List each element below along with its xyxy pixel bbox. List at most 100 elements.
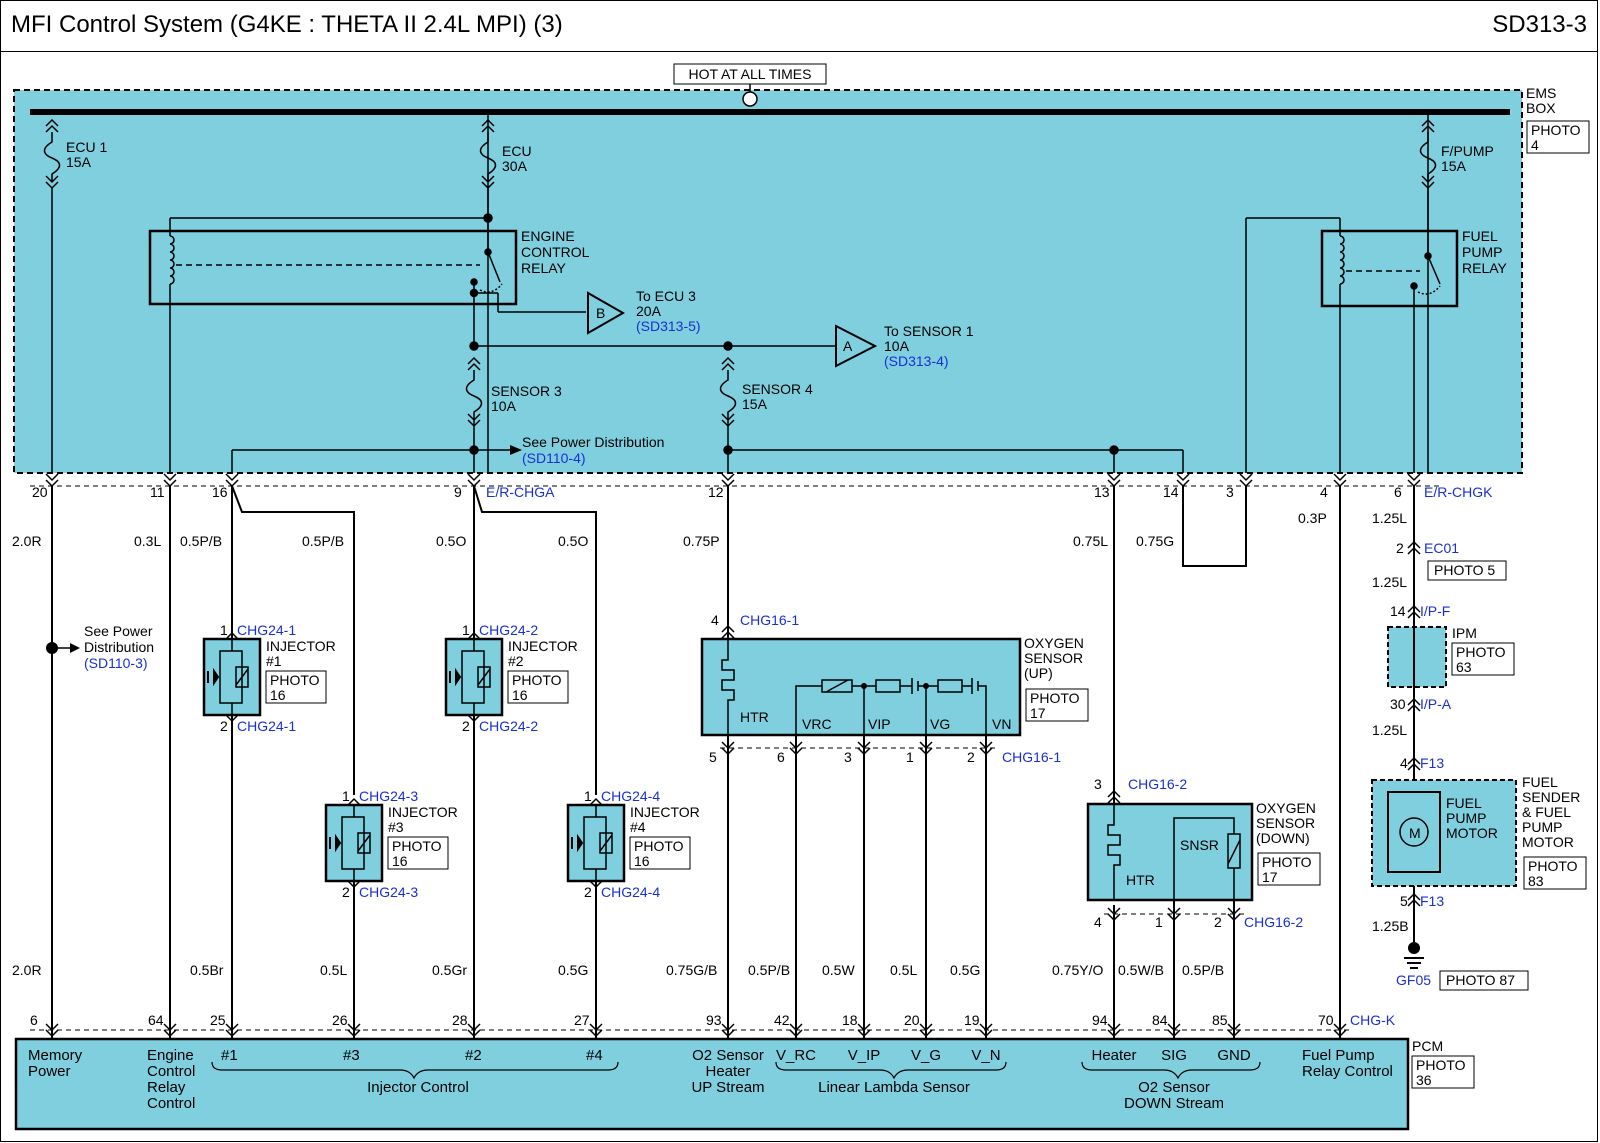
pcm-ecr-3: Relay bbox=[147, 1079, 186, 1096]
pcm-connector[interactable]: CHG-K bbox=[1350, 1012, 1396, 1028]
injector-1 bbox=[202, 631, 262, 723]
ems-pin-16: 16 bbox=[212, 484, 228, 500]
pcm-pin-20: 20 bbox=[904, 1012, 920, 1028]
f13-bot-connector[interactable]: F13 bbox=[1420, 893, 1444, 909]
see-power-text: See Power Distribution bbox=[522, 434, 664, 450]
f13-top-connector[interactable]: F13 bbox=[1420, 755, 1444, 771]
to-sensor1-ref[interactable]: (SD313-4) bbox=[884, 353, 949, 369]
injector-photo-num: 16 bbox=[392, 853, 408, 869]
pcm-pin-93: 93 bbox=[706, 1012, 722, 1028]
o2-down-snsr: SNSR bbox=[1180, 837, 1219, 853]
wire-6c-label: 1.25L bbox=[1372, 722, 1407, 738]
pcm-pin-28: 28 bbox=[452, 1012, 468, 1028]
pcm-ecr-4: Control bbox=[147, 1095, 195, 1112]
o2-up-conn-top[interactable]: CHG16-1 bbox=[740, 612, 799, 628]
injector-name: INJECTOR bbox=[388, 804, 458, 820]
fuse-sensor3-name: SENSOR 3 bbox=[491, 383, 562, 399]
connector-chevron bbox=[1407, 697, 1421, 712]
connector-er-chga[interactable]: E/R-CHGA bbox=[486, 484, 555, 500]
pcm-pin-70: 70 bbox=[1318, 1012, 1334, 1028]
wire-12-label: 0.75P bbox=[683, 533, 720, 549]
see-power-left-1: See Power bbox=[84, 623, 153, 639]
fuel-pump-relay bbox=[1245, 112, 1459, 473]
wire-26-label: 0.5L bbox=[320, 962, 347, 978]
pcm-pin-84: 84 bbox=[1152, 1012, 1168, 1028]
injector-conn-top[interactable]: CHG24-1 bbox=[237, 622, 296, 638]
injector-conn-top[interactable]: CHG24-3 bbox=[359, 788, 418, 804]
fuse-ecu1-symbol bbox=[43, 118, 61, 473]
fuse-sensor4-rating: 15A bbox=[742, 396, 768, 412]
pcm-inj-2: #2 bbox=[465, 1047, 482, 1064]
pcm-box bbox=[14, 1037, 1410, 1131]
injector-conn-top[interactable]: CHG24-4 bbox=[601, 788, 660, 804]
ec01-connector[interactable]: EC01 bbox=[1424, 540, 1459, 556]
connector-chevron bbox=[721, 624, 735, 639]
ems-pin-6: 6 bbox=[1394, 484, 1402, 500]
fuse-ecu1-rating: 15A bbox=[66, 154, 92, 170]
wire-94-label: 0.75Y/O bbox=[1052, 962, 1103, 978]
sender-label-4: PUMP bbox=[1522, 819, 1562, 835]
o2-up-conn-bot[interactable]: CHG16-1 bbox=[1002, 749, 1061, 765]
injector-pin-bot: 2 bbox=[462, 718, 470, 734]
injector-3 bbox=[324, 797, 384, 889]
to-sensor1-flag: A To SENSOR 1 10A (SD313-4) bbox=[835, 323, 974, 369]
ems-box-label-2: BOX bbox=[1526, 100, 1556, 116]
pcm-o2d-group-2: DOWN Stream bbox=[1124, 1095, 1224, 1112]
injector-pin-bot: 2 bbox=[584, 884, 592, 900]
wire-85-label: 0.5P/B bbox=[1182, 962, 1224, 978]
see-power-ref[interactable]: (SD110-4) bbox=[522, 450, 586, 466]
ems-pin-4: 4 bbox=[1320, 484, 1328, 500]
ems-pin-chevron bbox=[45, 473, 59, 488]
pcm-o2d-group-1: O2 Sensor bbox=[1138, 1079, 1210, 1096]
injector-conn-top[interactable]: CHG24-2 bbox=[479, 622, 538, 638]
wire-27-label: 0.5G bbox=[558, 962, 588, 978]
connector-chevron bbox=[1407, 756, 1421, 771]
wire-9b-label: 0.5O bbox=[558, 533, 588, 549]
injector-conn-bot[interactable]: CHG24-2 bbox=[479, 718, 538, 734]
power-node bbox=[742, 91, 758, 107]
wire-28-label: 0.5Gr bbox=[432, 962, 467, 978]
o2-down-photo-num: 17 bbox=[1262, 869, 1278, 885]
pcm-lambda-group: Linear Lambda Sensor bbox=[818, 1079, 970, 1096]
pcm-pin-18: 18 bbox=[842, 1012, 858, 1028]
to-ecu3-ref[interactable]: (SD313-5) bbox=[636, 318, 701, 334]
ems-pin-chevron bbox=[1407, 473, 1421, 488]
connector-er-chgk[interactable]: E/R-CHGK bbox=[1424, 484, 1493, 500]
ipa-connector[interactable]: I/P-A bbox=[1420, 696, 1452, 712]
injector-conn-bot[interactable]: CHG24-1 bbox=[237, 718, 296, 734]
see-power-left-ref[interactable]: (SD110-3) bbox=[84, 655, 148, 671]
o2-up-photo-num: 17 bbox=[1030, 705, 1046, 721]
ground-label[interactable]: GF05 bbox=[1396, 972, 1431, 988]
ems-photo: PHOTO bbox=[1531, 122, 1581, 138]
pcm-pin-25: 25 bbox=[210, 1012, 226, 1028]
injector-conn-bot[interactable]: CHG24-4 bbox=[601, 884, 660, 900]
wire-20-label: 2.0R bbox=[12, 533, 42, 549]
ems-pin-11: 11 bbox=[150, 484, 165, 500]
injector-photo: PHOTO bbox=[512, 672, 562, 688]
motor-label-1: FUEL bbox=[1446, 795, 1482, 811]
ipf-pin: 14 bbox=[1390, 603, 1406, 619]
engine-control-relay bbox=[148, 112, 586, 473]
ems-pin-20: 20 bbox=[32, 484, 48, 500]
ipf-connector[interactable]: I/P-F bbox=[1420, 603, 1450, 619]
wire-6b-label: 1.25L bbox=[1372, 574, 1407, 590]
diagram-code: SD313-3 bbox=[1492, 11, 1587, 38]
injector-2 bbox=[444, 631, 504, 723]
pcm-o2d-sig: SIG bbox=[1161, 1047, 1187, 1064]
o2-down-title-3: (DOWN) bbox=[1256, 830, 1310, 846]
o2-up-vn: VN bbox=[992, 716, 1011, 732]
o2-down-conn-top[interactable]: CHG16-2 bbox=[1128, 776, 1187, 792]
to-sensor1-letter: A bbox=[843, 338, 853, 354]
pcm-ecr-2: Control bbox=[147, 1063, 195, 1080]
see-power-left-2: Distribution bbox=[84, 639, 154, 655]
o2-down-conn-bot[interactable]: CHG16-2 bbox=[1244, 914, 1303, 930]
pcm-pin-27: 27 bbox=[574, 1012, 590, 1028]
o2-down-photo: PHOTO bbox=[1262, 854, 1312, 870]
engine-relay-label-3: RELAY bbox=[521, 260, 567, 276]
ec01-pin: 2 bbox=[1396, 540, 1404, 556]
wire-4-label: 0.3P bbox=[1298, 510, 1327, 526]
injector-number: #2 bbox=[508, 653, 524, 669]
wire-14-label: 0.75G bbox=[1136, 533, 1174, 549]
injector-conn-bot[interactable]: CHG24-3 bbox=[359, 884, 418, 900]
